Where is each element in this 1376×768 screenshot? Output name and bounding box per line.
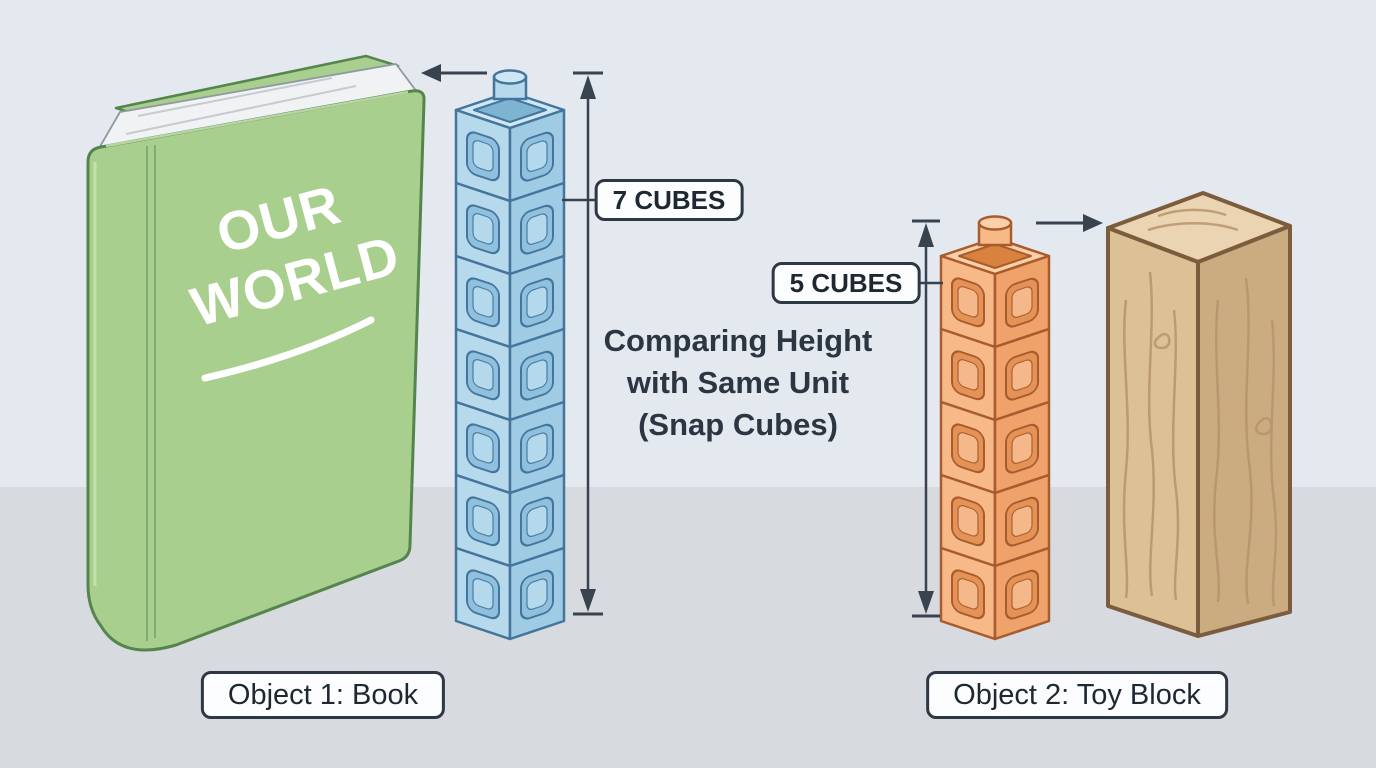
book-height-arrow <box>421 64 487 82</box>
blue-cube-stack <box>454 69 566 641</box>
book-cover-swoosh <box>201 316 375 382</box>
cube-stack-rim-hole <box>473 97 547 123</box>
snap-cube <box>454 546 566 641</box>
snap-cube <box>939 400 1051 495</box>
cube-peg-top <box>492 69 528 85</box>
snap-cube <box>939 327 1051 422</box>
snap-cube <box>454 181 566 276</box>
snap-cube <box>454 327 566 422</box>
cube-stack-rim-hole <box>958 243 1032 269</box>
snap-cube <box>454 254 566 349</box>
snap-cube <box>939 473 1051 568</box>
snap-cube <box>454 400 566 495</box>
snap-cube <box>454 473 566 568</box>
book-illustration <box>86 54 426 652</box>
toy-block-illustration <box>1106 191 1292 638</box>
toy-block-height-arrow <box>1036 214 1103 232</box>
orange-height-measurement <box>906 219 943 618</box>
wood-grain <box>1122 208 1278 607</box>
cube-peg-top <box>977 215 1013 231</box>
blue-height-measurement <box>562 71 608 616</box>
snap-cube <box>939 546 1051 641</box>
orange-cube-stack <box>939 215 1051 641</box>
